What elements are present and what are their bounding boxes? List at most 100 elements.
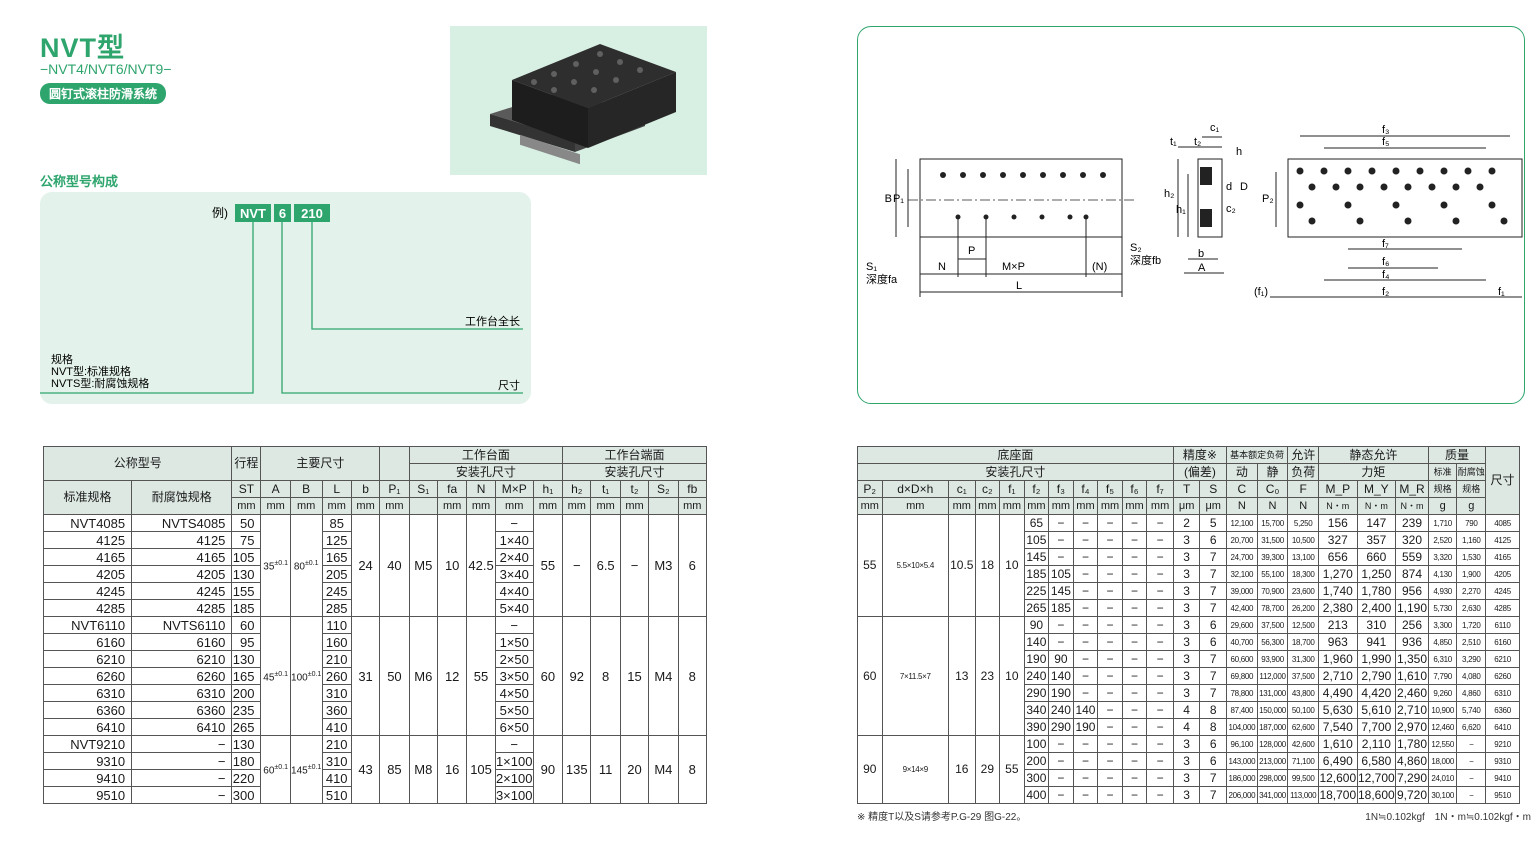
cell-S2: M3 [648,514,679,617]
cell-f4: − [1072,565,1099,583]
cell-A-tol: ±0.1 [274,764,288,772]
cell-B: 100±0.1 [289,616,323,736]
cell-A: 60±0.1 [260,735,291,804]
cell-f2: 200 [1023,752,1050,770]
cell-f1: 10 [999,616,1025,736]
cell-C: 186,000 [1226,769,1258,787]
th-unit: mm [619,497,650,515]
cell-MxP: 2×40 [494,548,534,566]
cell-P1: 85 [379,735,410,804]
cell-f5: − [1097,735,1123,753]
th-unit: N・m [1318,497,1358,515]
th-moment: 静态允许 [1318,446,1429,464]
cell-A-value: 45 [263,672,275,684]
cell-fa: 16 [436,735,468,804]
cell-B-value: 100 [291,672,308,684]
cell-MxP: 6×50 [494,718,534,736]
cell-f4: − [1072,531,1099,549]
cell-C0: 93,900 [1256,650,1289,668]
cell-MP: 12,600 [1318,769,1358,787]
cell-S2: M4 [648,735,679,804]
th-base: 底座面 [857,446,1174,464]
dim-f3: f₃ [1382,124,1390,136]
cell-size: 6310 [1485,684,1520,702]
cell-S1: M5 [408,514,438,617]
cell-MR: 2,460 [1395,684,1429,702]
cell-f6: − [1121,531,1148,549]
dim-MxP: M×P [1002,261,1025,273]
th-h2: h₂ [562,480,592,498]
dim-D: D [1240,181,1248,193]
label-spec: 规格 [51,352,73,366]
cell-f5: − [1097,752,1123,770]
cell-f7: − [1146,786,1174,804]
cell-MY: 7,700 [1356,718,1397,736]
cell-mass-anti: − [1456,752,1487,770]
cell-std-model: 6310 [42,684,133,702]
cell-c2: 18 [974,514,1001,617]
th-unit: g [1456,497,1487,515]
th-unit: mm [1023,497,1050,515]
th-f4: f₄ [1072,480,1099,498]
cell-std-model: 4285 [42,599,133,617]
cell-f4: − [1072,769,1099,787]
th-C0: C₀ [1256,480,1289,498]
cell-h2: 92 [562,616,592,736]
cell-ST: 185 [231,599,262,617]
cell-F: 42,600 [1287,735,1320,753]
cell-C: 206,000 [1226,786,1258,804]
th-unit: mm [881,497,949,515]
th-moment-force: 力矩 [1318,463,1429,481]
cell-L: 410 [321,769,352,787]
cell-MR: 1,350 [1395,650,1429,668]
cell-f3: − [1048,735,1074,753]
cell-t1: 8 [590,616,621,736]
cell-T: 3 [1172,633,1201,651]
cell-A-value: 60 [263,765,275,777]
naming-section-title: 公称型号构成 [40,174,119,189]
cell-MP: 4,490 [1318,684,1358,702]
cell-std-model: 9410 [42,769,133,787]
cell-MY: 1,780 [1356,582,1397,600]
dim-b: b [1198,248,1204,260]
th-unit: mm [857,497,883,515]
th-MR: M_R [1395,480,1429,498]
cell-f5: − [1097,616,1123,634]
cell-mass-std: 5,730 [1427,599,1458,617]
label-spec-nvts: NVTS型:耐腐蚀规格 [51,376,149,390]
th-unit: mm [494,497,534,515]
cell-f7: − [1146,667,1174,685]
cell-MY: 6,580 [1356,752,1397,770]
cell-T: 3 [1172,582,1201,600]
cell-size: 4245 [1485,582,1520,600]
dim-S1: S₁ [866,261,877,273]
cell-C: 143,000 [1226,752,1258,770]
cell-MxP: 2×50 [494,650,534,668]
th-unit: mm [466,497,496,515]
th-static: 静 [1256,463,1289,481]
cell-T: 3 [1172,769,1201,787]
th-unit: mm [436,497,468,515]
cell-T: 3 [1172,735,1201,753]
cell-anti-model: − [131,752,233,770]
cell-S: 7 [1199,667,1228,685]
cell-C0: 213,000 [1256,752,1289,770]
th-unit: N [1226,497,1258,515]
cell-mass-std: 4,850 [1427,633,1458,651]
cell-S: 5 [1199,514,1228,532]
cell-f2: 290 [1023,684,1050,702]
cell-dDh: 7×11.5×7 [881,616,949,736]
cell-f7: − [1146,650,1174,668]
cell-f3: − [1048,752,1074,770]
th-allow: 允许 [1287,446,1320,464]
cell-MP: 656 [1318,548,1358,566]
cell-f2: 190 [1023,650,1050,668]
cell-f3: − [1048,548,1074,566]
cell-MxP: 2×100 [494,769,534,787]
